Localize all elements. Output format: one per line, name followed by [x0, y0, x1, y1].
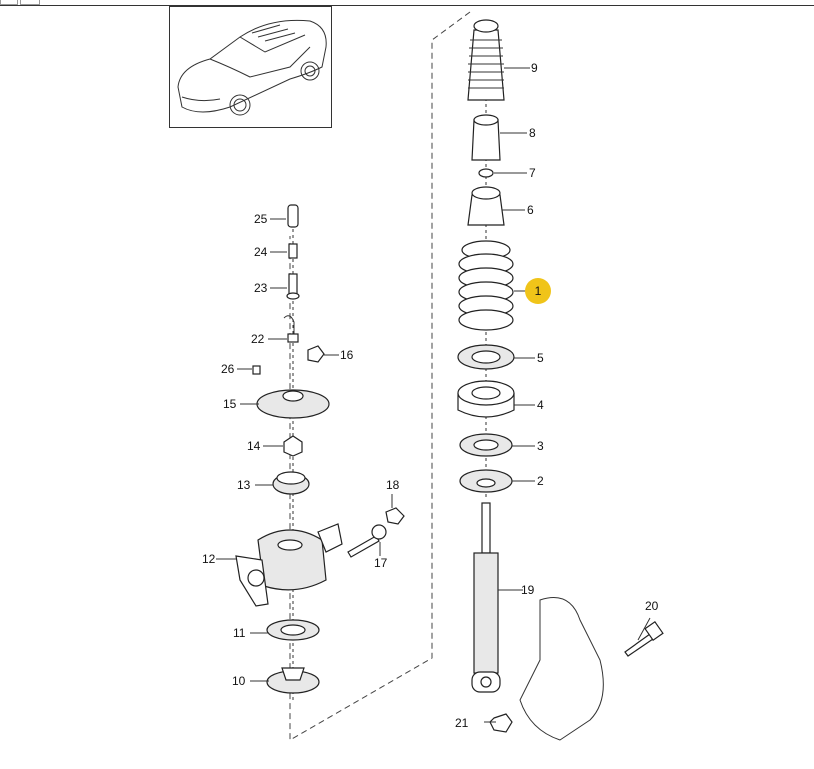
callout-3[interactable]: 3 [537, 439, 544, 453]
part-15-top-mount[interactable] [256, 389, 330, 419]
part-16-nut[interactable] [307, 345, 325, 363]
part-8-bump-stop[interactable] [471, 114, 501, 161]
part-9-dust-boot[interactable] [467, 19, 505, 101]
callout-18[interactable]: 18 [386, 478, 400, 492]
part-23-bolt[interactable] [286, 273, 300, 300]
part-2-mount-plate[interactable] [459, 469, 513, 493]
callout-25[interactable]: 25 [254, 212, 268, 226]
vehicle-thumbnail [169, 6, 332, 128]
part-18-nut[interactable] [385, 507, 405, 525]
part-17-bolt[interactable] [347, 524, 387, 558]
part-5-spring-seat[interactable] [457, 344, 515, 370]
part-22-sensor-bracket[interactable] [283, 315, 299, 343]
callout-14[interactable]: 14 [247, 439, 261, 453]
callout-5[interactable]: 5 [537, 351, 544, 365]
callout-7[interactable]: 7 [529, 166, 536, 180]
callout-20[interactable]: 20 [645, 599, 659, 613]
callout-12[interactable]: 12 [202, 552, 216, 566]
wheel-carrier-outline [519, 597, 604, 741]
part-4-spring-plate[interactable] [457, 380, 515, 418]
part-21-nut[interactable] [489, 713, 513, 733]
callout-2[interactable]: 2 [537, 474, 544, 488]
callout-15[interactable]: 15 [223, 397, 237, 411]
leader-lines [216, 67, 651, 723]
part-26-clip[interactable] [252, 365, 261, 375]
part-1-coil-spring[interactable] [458, 240, 514, 331]
callout-13[interactable]: 13 [237, 478, 251, 492]
top-toolbar [0, 0, 814, 6]
callout-23[interactable]: 23 [254, 281, 268, 295]
callout-22[interactable]: 22 [251, 332, 265, 346]
part-10-seat-plate[interactable] [266, 667, 320, 694]
part-19-shock-absorber[interactable] [471, 502, 501, 693]
callout-10[interactable]: 10 [232, 674, 246, 688]
callout-6[interactable]: 6 [527, 203, 534, 217]
callout-9[interactable]: 9 [531, 61, 538, 75]
part-6-cap[interactable] [467, 186, 505, 226]
callout-19[interactable]: 19 [521, 583, 535, 597]
part-11-gasket-ring[interactable] [266, 619, 320, 641]
callout-26[interactable]: 26 [221, 362, 235, 376]
part-25-stud[interactable] [287, 204, 299, 228]
part-20-bolt[interactable] [624, 620, 664, 657]
part-12-damper-housing[interactable] [235, 523, 343, 607]
callout-21[interactable]: 21 [455, 716, 469, 730]
toolbar-button[interactable] [20, 0, 40, 5]
assembly-boundary [289, 11, 471, 741]
car-illustration [177, 19, 327, 116]
part-7-washer[interactable] [478, 168, 494, 178]
callout-11[interactable]: 11 [233, 626, 246, 640]
callout-1-highlighted[interactable]: 1 [525, 278, 551, 304]
toolbar-button[interactable] [0, 0, 18, 5]
callout-17[interactable]: 17 [374, 556, 388, 570]
part-24-screw[interactable] [288, 243, 298, 259]
part-3-gasket[interactable] [459, 433, 513, 457]
callout-8[interactable]: 8 [529, 126, 536, 140]
callout-16[interactable]: 16 [340, 348, 354, 362]
callout-24[interactable]: 24 [254, 245, 268, 259]
part-13-bearing[interactable] [272, 471, 310, 495]
part-14-nut[interactable] [283, 435, 303, 457]
callout-4[interactable]: 4 [537, 398, 544, 412]
